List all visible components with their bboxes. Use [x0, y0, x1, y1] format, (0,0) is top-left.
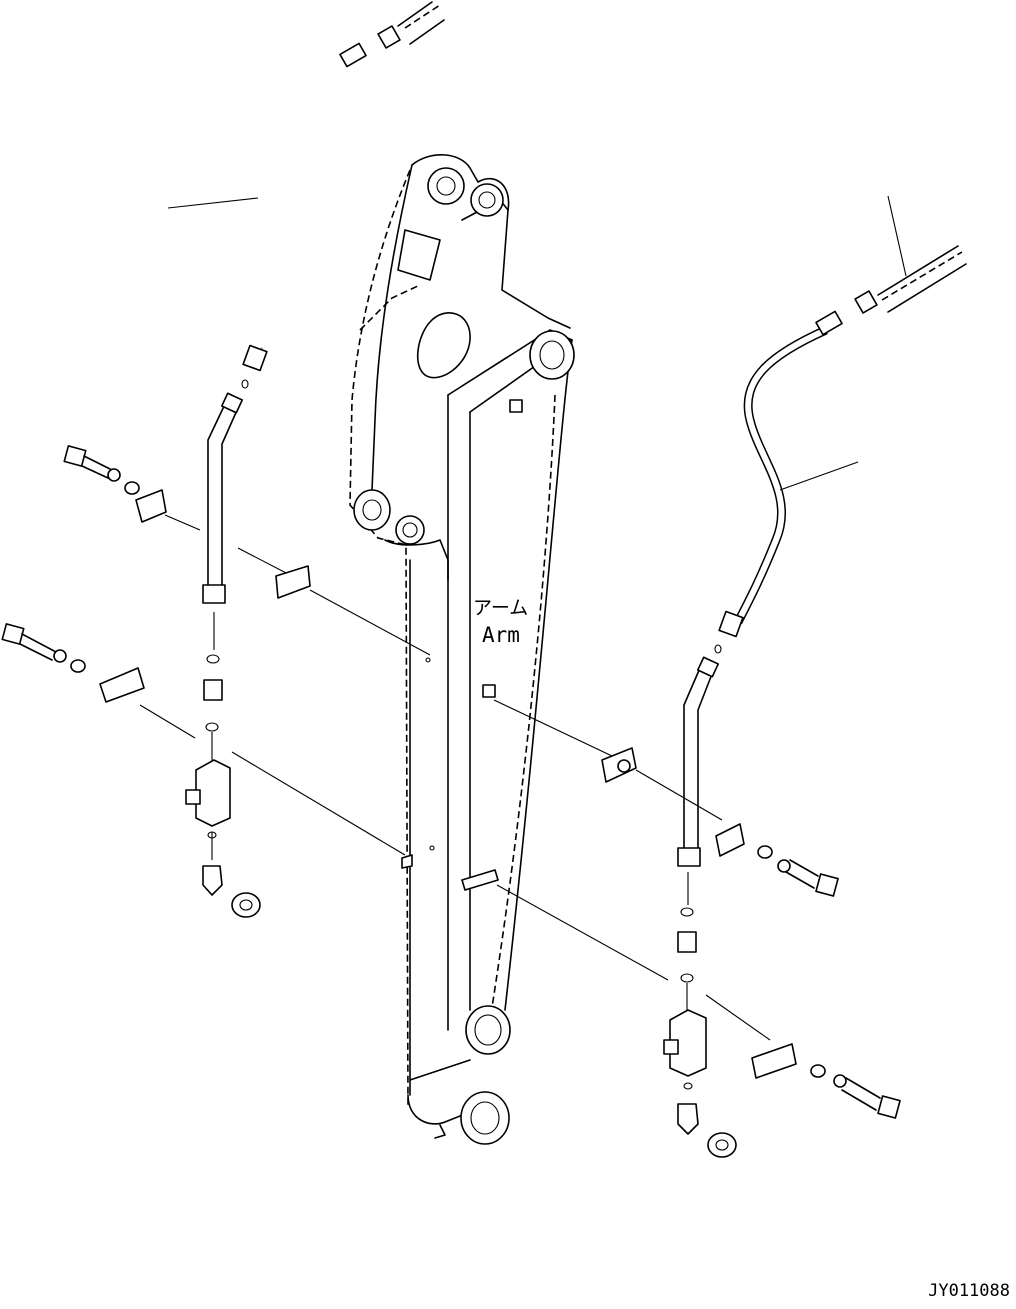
- arm-body: [349, 154, 575, 1145]
- arm-label-en: Arm: [482, 623, 520, 647]
- drawing-id: JY011088: [928, 1281, 1010, 1301]
- arm-label-jp: アーム: [473, 597, 528, 619]
- left-clamp-upper: [63, 445, 431, 656]
- left-clamp-lower: [1, 623, 406, 856]
- right-hose-assembly: [663, 195, 967, 1158]
- left-hose-assembly: [167, 1, 445, 918]
- right-clamp-lower: [496, 884, 901, 1119]
- right-clamp-upper: [493, 699, 839, 897]
